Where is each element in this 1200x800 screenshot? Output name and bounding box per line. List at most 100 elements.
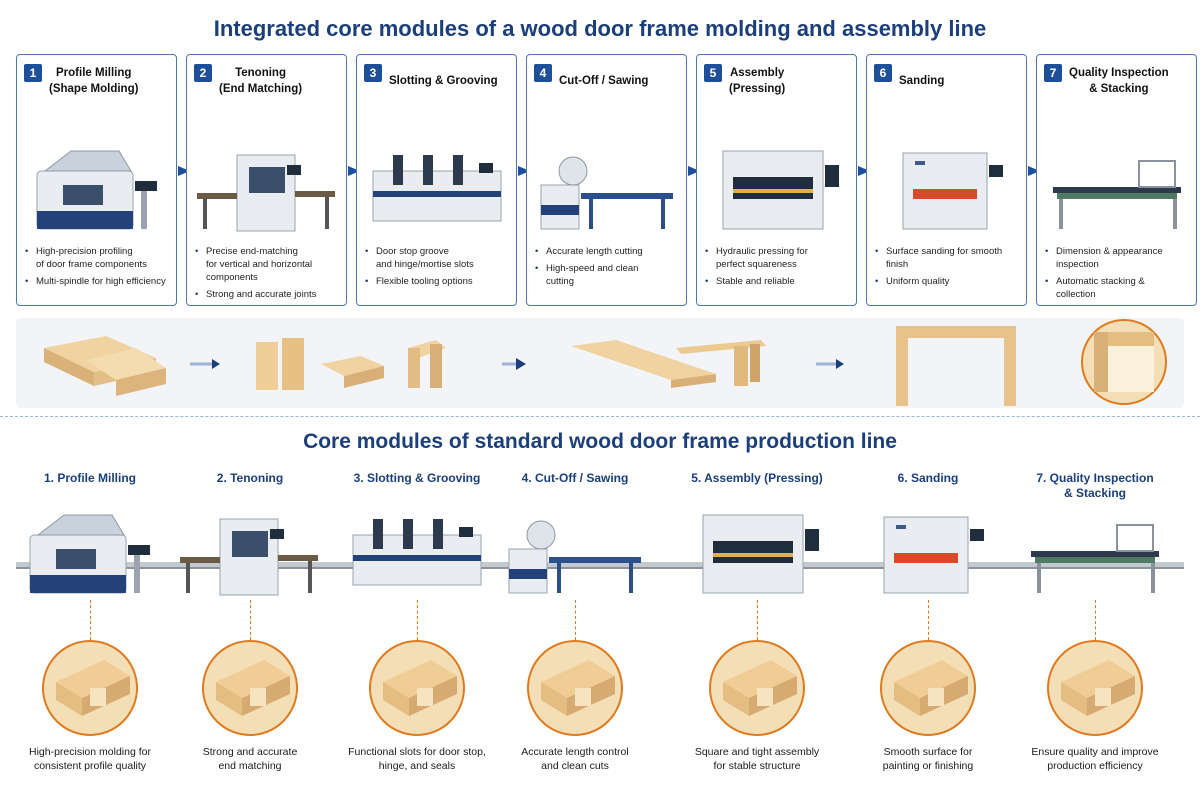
station-caption: Square and tight assembly for stable str… (694, 746, 820, 772)
module-name: Sanding (899, 63, 1022, 99)
step-number-badge: 5 (704, 64, 722, 82)
wood-joint-detail-graphic (723, 660, 797, 716)
module-name-text: Cut-Off / Sawing (559, 75, 649, 87)
feature-list: Precise end-matching for vertical and ho… (195, 245, 342, 305)
detail-leader-line (417, 600, 418, 640)
next-step-arrow-icon (348, 166, 360, 176)
module-card-1: 1 Profile Milling (Shape Molding) High-p… (16, 54, 177, 306)
module-name: Cut-Off / Sawing (559, 63, 682, 99)
feature-item: Dimension & appearance inspection (1045, 245, 1192, 271)
feature-item: Hydraulic pressing for perfect squarenes… (705, 245, 852, 271)
detail-leader-line (1095, 600, 1096, 640)
module-card-7: 7 Quality Inspection & Stacking Dimensio… (1036, 54, 1197, 306)
next-step-arrow-icon (178, 166, 190, 176)
next-step-arrow-icon (688, 166, 700, 176)
stacking-table-line-icon (1031, 524, 1159, 593)
step-number-badge: 3 (364, 64, 382, 82)
wood-joint-detail-graphic (894, 660, 968, 716)
module-card-3: 3 Slotting & Grooving Door stop groove a… (356, 54, 517, 306)
slotting-machine-line-icon (352, 519, 482, 586)
station-caption: Functional slots for door stop, hinge, a… (348, 746, 486, 772)
module-name-text: Profile Milling (Shape Molding) (49, 67, 139, 95)
station-label: 4. Cut-Off / Sawing (521, 471, 629, 485)
step-number-badge: 2 (194, 64, 212, 82)
press-machine-icon (722, 150, 839, 230)
station-label: 2. Tenoning (216, 471, 284, 485)
station-label: 6. Sanding (897, 471, 959, 485)
joint-detail-circle (709, 640, 805, 736)
station-caption: Ensure quality and improve production ef… (1031, 746, 1159, 772)
next-step-arrow-icon (858, 166, 870, 176)
module-card-5: 5 Assembly (Pressing) Hydraulic pressing… (696, 54, 857, 306)
station-label: 1. Profile Milling (43, 471, 136, 485)
feature-item: Precise end-matching for vertical and ho… (195, 245, 342, 284)
bottom-title: Core modules of standard wood door frame… (303, 430, 897, 453)
wood-joint-detail-graphic (541, 660, 615, 716)
feature-item: Uniform quality (875, 275, 1022, 288)
top-title: Integrated core modules of a wood door f… (213, 16, 987, 41)
module-name: Assembly (Pressing) (729, 63, 852, 99)
tenoned-pieces (256, 338, 446, 390)
feature-list: High-precision profiling of door frame c… (25, 245, 172, 292)
step-number-badge: 1 (24, 64, 42, 82)
wood-joint-detail-graphic (216, 660, 290, 716)
next-step-arrow-icon (518, 166, 530, 176)
module-name-text: Slotting & Grooving (389, 75, 498, 87)
feature-item: Multi-spindle for high efficiency (25, 275, 172, 288)
feature-item: High-precision profiling of door frame c… (25, 245, 172, 271)
next-step-arrow-icon (1028, 166, 1040, 176)
feature-item: Door stop groove and hinge/mortise slots (365, 245, 512, 271)
step-number-badge: 7 (1044, 64, 1062, 82)
slotting-machine-icon (372, 155, 502, 222)
press-machine-line-icon (702, 514, 819, 594)
module-name: Tenoning (End Matching) (219, 63, 342, 99)
module-card-6: 6 Sanding Surface sanding for smooth fin… (866, 54, 1027, 306)
detail-leader-line (928, 600, 929, 640)
sanding-machine-icon (902, 152, 1003, 230)
module-card-2: 2 Tenoning (End Matching) Precise end-ma… (186, 54, 347, 306)
detail-leader-line (575, 600, 576, 640)
corner-detail-circle (1081, 319, 1167, 405)
module-name-text: Tenoning (End Matching) (219, 67, 303, 95)
module-name: Slotting & Grooving (389, 63, 512, 99)
joint-detail-circle (1047, 640, 1143, 736)
detail-leader-line (90, 600, 91, 640)
module-name: Quality Inspection & Stacking (1069, 63, 1192, 99)
molding-machine-line-icon (29, 514, 150, 594)
station-caption: Strong and accurate end matching (202, 746, 298, 772)
production-line-conveyor (16, 562, 1184, 569)
flow-arrow-3 (816, 359, 844, 369)
feature-item: Flexible tooling options (365, 275, 512, 288)
flow-arrow-2 (502, 358, 526, 370)
flow-arrow-1 (190, 359, 220, 369)
feature-list: Hydraulic pressing for perfect squarenes… (705, 245, 852, 292)
station-caption: Accurate length control and clean cuts (521, 746, 629, 772)
feature-item: Strong and accurate joints (195, 288, 342, 301)
feature-item: Surface sanding for smooth finish (875, 245, 1022, 271)
module-name-text: Assembly (Pressing) (729, 67, 786, 95)
molding-machine-icon (36, 150, 157, 230)
feature-list: Door stop groove and hinge/mortise slots… (365, 245, 512, 292)
feature-item: Accurate length cutting (535, 245, 682, 258)
module-name: Profile Milling (Shape Molding) (49, 63, 172, 99)
sanding-machine-line-icon (883, 516, 984, 594)
workpiece-flow-strip (16, 318, 1184, 408)
station-caption: Smooth surface for painting or finishing (882, 746, 974, 772)
feature-item: High-speed and clean cutting (535, 262, 682, 288)
saw-machine-line-icon (508, 520, 641, 594)
feature-list: Accurate length cuttingHigh-speed and cl… (535, 245, 682, 292)
stacking-table-icon (1053, 160, 1181, 229)
joint-detail-circle (880, 640, 976, 736)
workpiece-flow-graphic (44, 319, 1167, 406)
station-label: 5. Assembly (Pressing) (691, 471, 823, 485)
step-number-badge: 4 (534, 64, 552, 82)
tenoning-machine-line-icon (180, 518, 318, 596)
joint-detail-circle (202, 640, 298, 736)
joint-detail-circle (42, 640, 138, 736)
feature-list: Dimension & appearance inspectionAutomat… (1045, 245, 1192, 305)
detail-leader-line (250, 600, 251, 640)
wood-joint-detail-graphic (56, 660, 130, 716)
joint-detail-circle (527, 640, 623, 736)
section-divider (0, 416, 1200, 417)
